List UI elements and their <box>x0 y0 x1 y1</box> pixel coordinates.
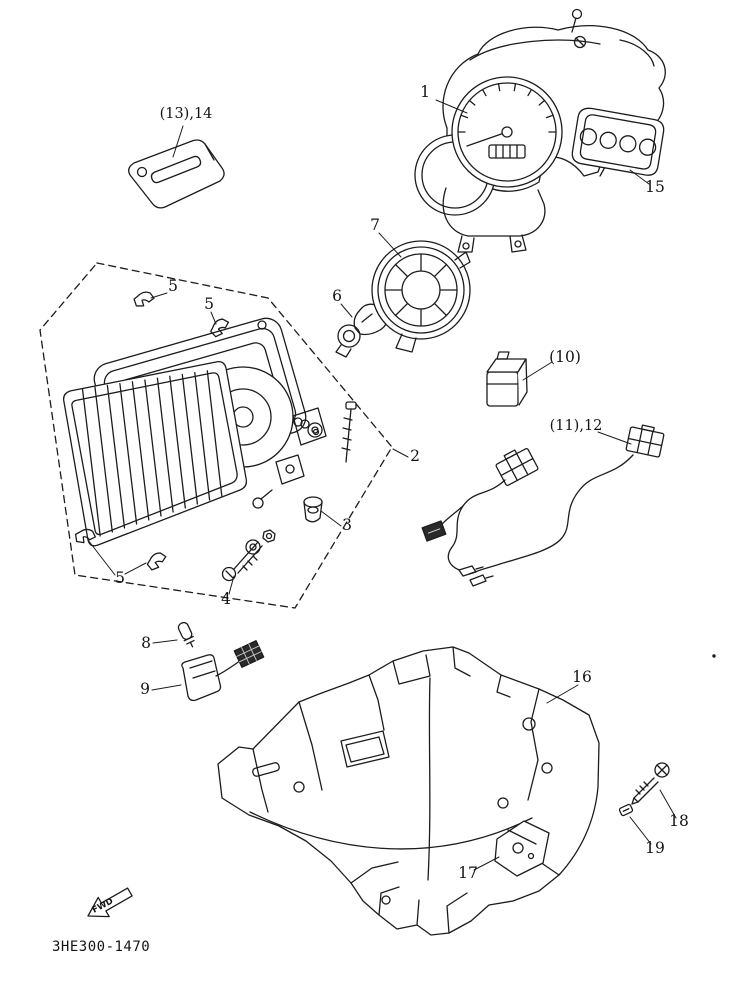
harness-connector-c <box>625 424 665 458</box>
headlight-assembly-boundary <box>39 262 393 609</box>
harness-connector-b <box>421 520 447 542</box>
headlight-lens <box>62 360 248 547</box>
headlight-rim-7 <box>371 240 471 353</box>
fwd-arrow <box>87 887 133 918</box>
stray-mark <box>712 654 716 658</box>
headlight-stay-16 <box>217 646 600 936</box>
label-8: 8 <box>141 634 151 652</box>
label-6: 6 <box>332 287 342 305</box>
leader-lines <box>87 99 677 871</box>
label-5a: 5 <box>168 277 178 295</box>
stay-bracket-17 <box>494 820 550 877</box>
adjusting-screw <box>307 401 357 463</box>
washer <box>245 539 261 555</box>
meter-bracket-plate <box>128 139 225 209</box>
part-labels: 1 (13),14 15 7 5 5 6 (10) (11),12 2 3 5 … <box>52 83 689 955</box>
label-13-14: (13),14 <box>160 106 213 122</box>
label-7: 7 <box>370 216 380 234</box>
label-3: 3 <box>342 516 352 534</box>
mounting-screw-4 <box>221 529 276 582</box>
label-1: 1 <box>420 83 430 101</box>
label-4: 4 <box>221 590 231 608</box>
label-19: 19 <box>645 839 665 857</box>
harness-connector-a <box>495 448 539 486</box>
harness-terminal <box>469 574 487 587</box>
screw-18 <box>631 762 670 805</box>
label-17: 17 <box>458 864 478 882</box>
relay-10 <box>486 351 528 407</box>
label-15: 15 <box>645 178 665 196</box>
socket-boot-9 <box>181 640 265 702</box>
label-5c: 5 <box>115 569 125 587</box>
label-2: 2 <box>410 447 420 465</box>
clip-19 <box>618 803 634 817</box>
bulb-socket-3 <box>303 496 323 523</box>
label-5b: 5 <box>204 295 214 313</box>
sub-wire-harness <box>421 424 665 587</box>
nut <box>262 529 276 543</box>
position-bulb-8 <box>177 621 195 648</box>
label-16: 16 <box>572 668 592 686</box>
indicator-panel <box>571 107 665 176</box>
fwd-arrow-label: FWD <box>91 896 115 915</box>
label-10: (10) <box>549 348 581 366</box>
headlight-unit <box>62 317 327 547</box>
label-11-12: (11),12 <box>550 418 603 434</box>
label-18: 18 <box>669 812 689 830</box>
harness-terminal <box>458 565 477 577</box>
part-code: 3HE300-1470 <box>52 939 150 955</box>
label-9: 9 <box>140 680 150 698</box>
instrument-cluster <box>414 8 666 253</box>
